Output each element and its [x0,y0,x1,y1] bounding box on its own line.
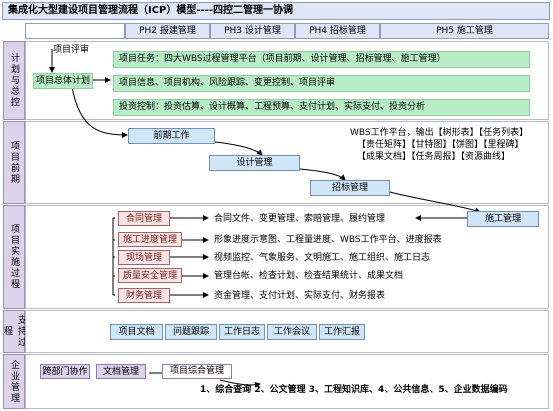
support-item-docs[interactable]: 项目文档 [110,324,163,340]
wbs-line-2: 【责任矩阵】【甘特图】【饼图】【里程碑】 [357,140,524,150]
support-item-reports[interactable]: 工作汇报 [319,324,365,340]
finance-mgmt-desc: 资金管理、支付计划、实际支付、财务报表 [214,291,386,301]
arrow-plan-to-early [71,86,128,138]
support-item-issues[interactable]: 问题跟踪 [165,324,217,340]
contract-mgmt-desc: 合同文件、变更管理、索赔管理、履约管理 [214,214,386,224]
cross-dept-button[interactable]: 跨部门协作 [40,364,90,379]
enterprise-footer-text: 1、综合查询 2、公文管理 3、工程知识库、4、公共信息、5、企业数据编码 [200,385,508,395]
site-mgmt-desc: 视频监控、气象服务、文明施工、施工组织、施工日志 [214,253,431,263]
construction-mgmt-box[interactable]: 施工管理 [467,211,539,227]
comprehensive-mgmt-button[interactable]: 项目综合管理 [162,364,232,379]
band-label-early: 项目前期 [3,121,25,204]
phase-ph2: PH2 报建管理 [125,23,210,39]
project-review-label: 项目评审 [53,45,90,55]
doc-mgmt-button[interactable]: 文档管理 [96,364,146,379]
plan-investment-row[interactable]: 投资控制：投资估算、设计概算、工程预算、支付计划、实际支付、投资分析 [113,99,530,116]
page-title: 集成化大型建设项目管理流程（ICP）模型----四控二管理一协调 [2,2,550,20]
early-work-box[interactable]: 前期工作 [128,128,215,144]
band-label-support: 支持过程 [2,310,26,353]
phase-ph4: PH4 招标管理 [295,23,380,39]
phase-header-blank [25,23,125,39]
finance-mgmt-button[interactable]: 财务管理 [118,288,170,303]
phase-ph3: PH3 设计管理 [210,23,295,39]
schedule-mgmt-desc: 形象进度示意图、工程量进度、WBS工作平台、进度报表 [214,235,442,245]
band-label-impl: 项目实施过程 [3,205,25,309]
band-label-plan: 计划与总控 [3,41,25,120]
band-label-enterprise: 企业管理 [3,354,25,409]
band-enterprise [25,354,549,409]
bid-mgmt-box[interactable]: 招标管理 [310,180,390,196]
contract-mgmt-button[interactable]: 合同管理 [118,211,170,226]
quality-safety-button[interactable]: 质量安全管理 [118,268,182,283]
schedule-mgmt-button[interactable]: 施工进度管理 [118,232,182,247]
project-master-plan[interactable]: 项目总体计划 [33,73,93,89]
quality-safety-desc: 管理台帐、检查计划、检查结果统计、成果文档 [214,271,404,281]
design-mgmt-box[interactable]: 设计管理 [209,155,300,171]
support-item-meetings[interactable]: 工作会议 [267,324,317,340]
plan-task-row[interactable]: 项目任务：四大WBS过程管理平台（项目前期、设计管理、招标管理、施工管理） [113,51,530,68]
arrow-design-to-bid [299,168,346,181]
wbs-line-1: WBS工作平台，输出【树形表】【任务列表】 [350,128,529,138]
wbs-line-3: 【成果文档】【任务周报】【资源曲线】 [357,152,511,162]
site-mgmt-button[interactable]: 现场管理 [118,250,170,265]
phase-ph5: PH5 施工管理 [380,23,549,39]
band-impl [25,205,549,309]
arrow-comprehensive-to-footer [219,379,261,388]
support-item-worklog[interactable]: 工作日志 [219,324,265,340]
arrow-bid-to-construction [389,191,481,214]
plan-info-row[interactable]: 项目信息、项目机构、风险跟踪、变更控制、项目评审 [113,75,530,92]
